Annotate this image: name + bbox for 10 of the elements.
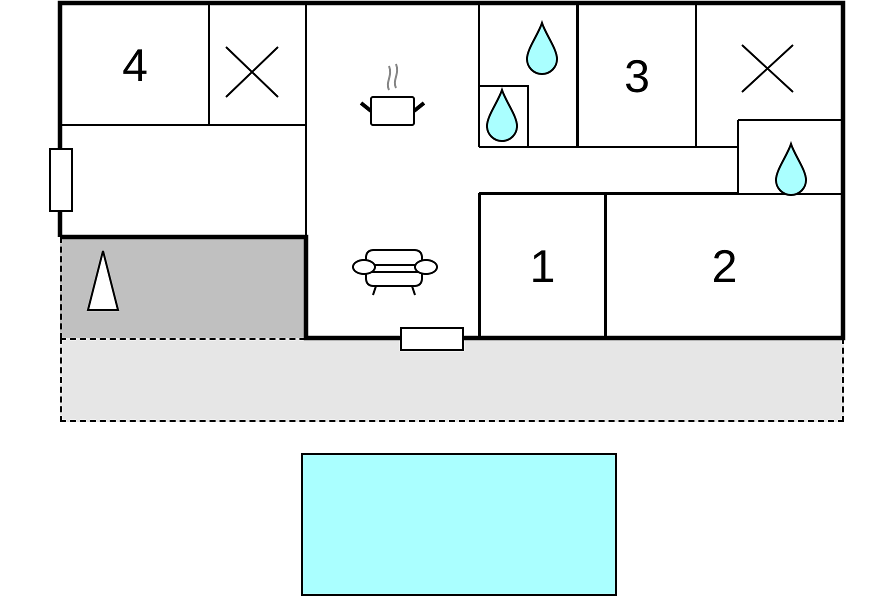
swimming-pool <box>301 453 617 596</box>
room <box>577 3 697 148</box>
room <box>605 193 844 339</box>
room-number: 4 <box>122 42 148 88</box>
terrace-area <box>60 338 844 422</box>
room-number: 1 <box>530 243 556 289</box>
covered-terrace <box>60 237 307 339</box>
room-number: 2 <box>712 243 738 289</box>
room <box>479 193 606 339</box>
room-number: 3 <box>624 52 650 98</box>
